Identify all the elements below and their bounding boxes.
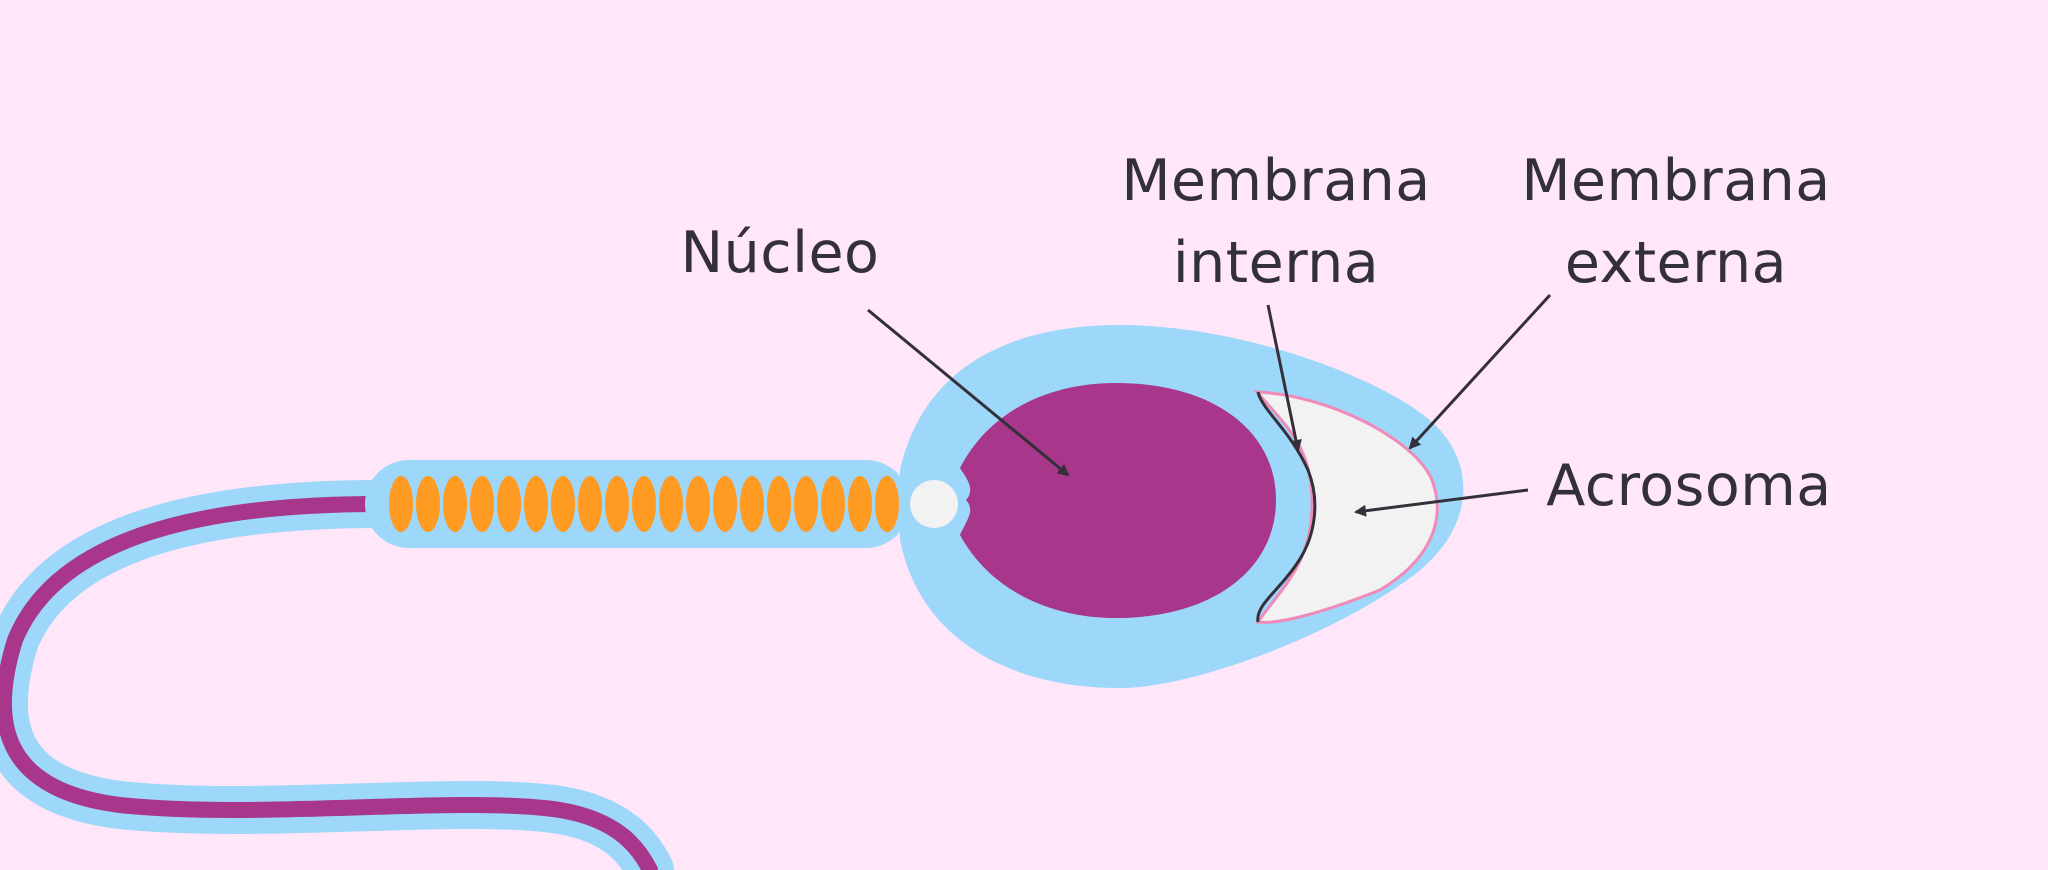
centriole [910, 480, 958, 528]
label-acrosoma: Acrosoma [1546, 453, 1831, 519]
arrow-acrosoma [1354, 488, 1529, 517]
mitochondria [389, 476, 899, 532]
arrow-nucleo [867, 308, 1070, 477]
mitochondrion [713, 476, 737, 532]
inner-membrane-line [1256, 391, 1317, 623]
label-membrana-interna-line2: interna [1173, 230, 1379, 296]
midpiece [365, 460, 910, 548]
mitochondrion [794, 476, 818, 532]
mitochondrion [848, 476, 872, 532]
label-membrana-externa-line1: Membrana [1521, 148, 1830, 214]
mitochondrion [524, 476, 548, 532]
mitochondrion [605, 476, 629, 532]
mitochondrion [497, 476, 521, 532]
nucleus [960, 383, 1276, 618]
pointer-arrows [867, 293, 1552, 517]
mitochondrion [470, 476, 494, 532]
tail-core [0, 496, 658, 870]
mitochondrion [578, 476, 602, 532]
mitochondrion [821, 476, 845, 532]
mitochondrion [767, 476, 791, 532]
mitochondrion [686, 476, 710, 532]
arrow-membrana-externa [1408, 293, 1552, 450]
label-membrana-interna-line1: Membrana [1121, 148, 1430, 214]
label-membrana-externa-line2: externa [1565, 230, 1787, 296]
tail [0, 480, 674, 870]
mitochondrion [659, 476, 683, 532]
mitochondrion [443, 476, 467, 532]
mitochondrion [551, 476, 575, 532]
acrosome [1253, 390, 1439, 624]
label-nucleo: Núcleo [681, 220, 880, 286]
labels: Núcleo Membrana interna Membrana externa… [681, 148, 1832, 519]
mitochondrion [389, 476, 413, 532]
mitochondrion [875, 476, 899, 532]
mitochondrion [632, 476, 656, 532]
mitochondrion [416, 476, 440, 532]
arrow-membrana-interna [1266, 304, 1302, 452]
mitochondrion [740, 476, 764, 532]
head [900, 325, 1464, 688]
